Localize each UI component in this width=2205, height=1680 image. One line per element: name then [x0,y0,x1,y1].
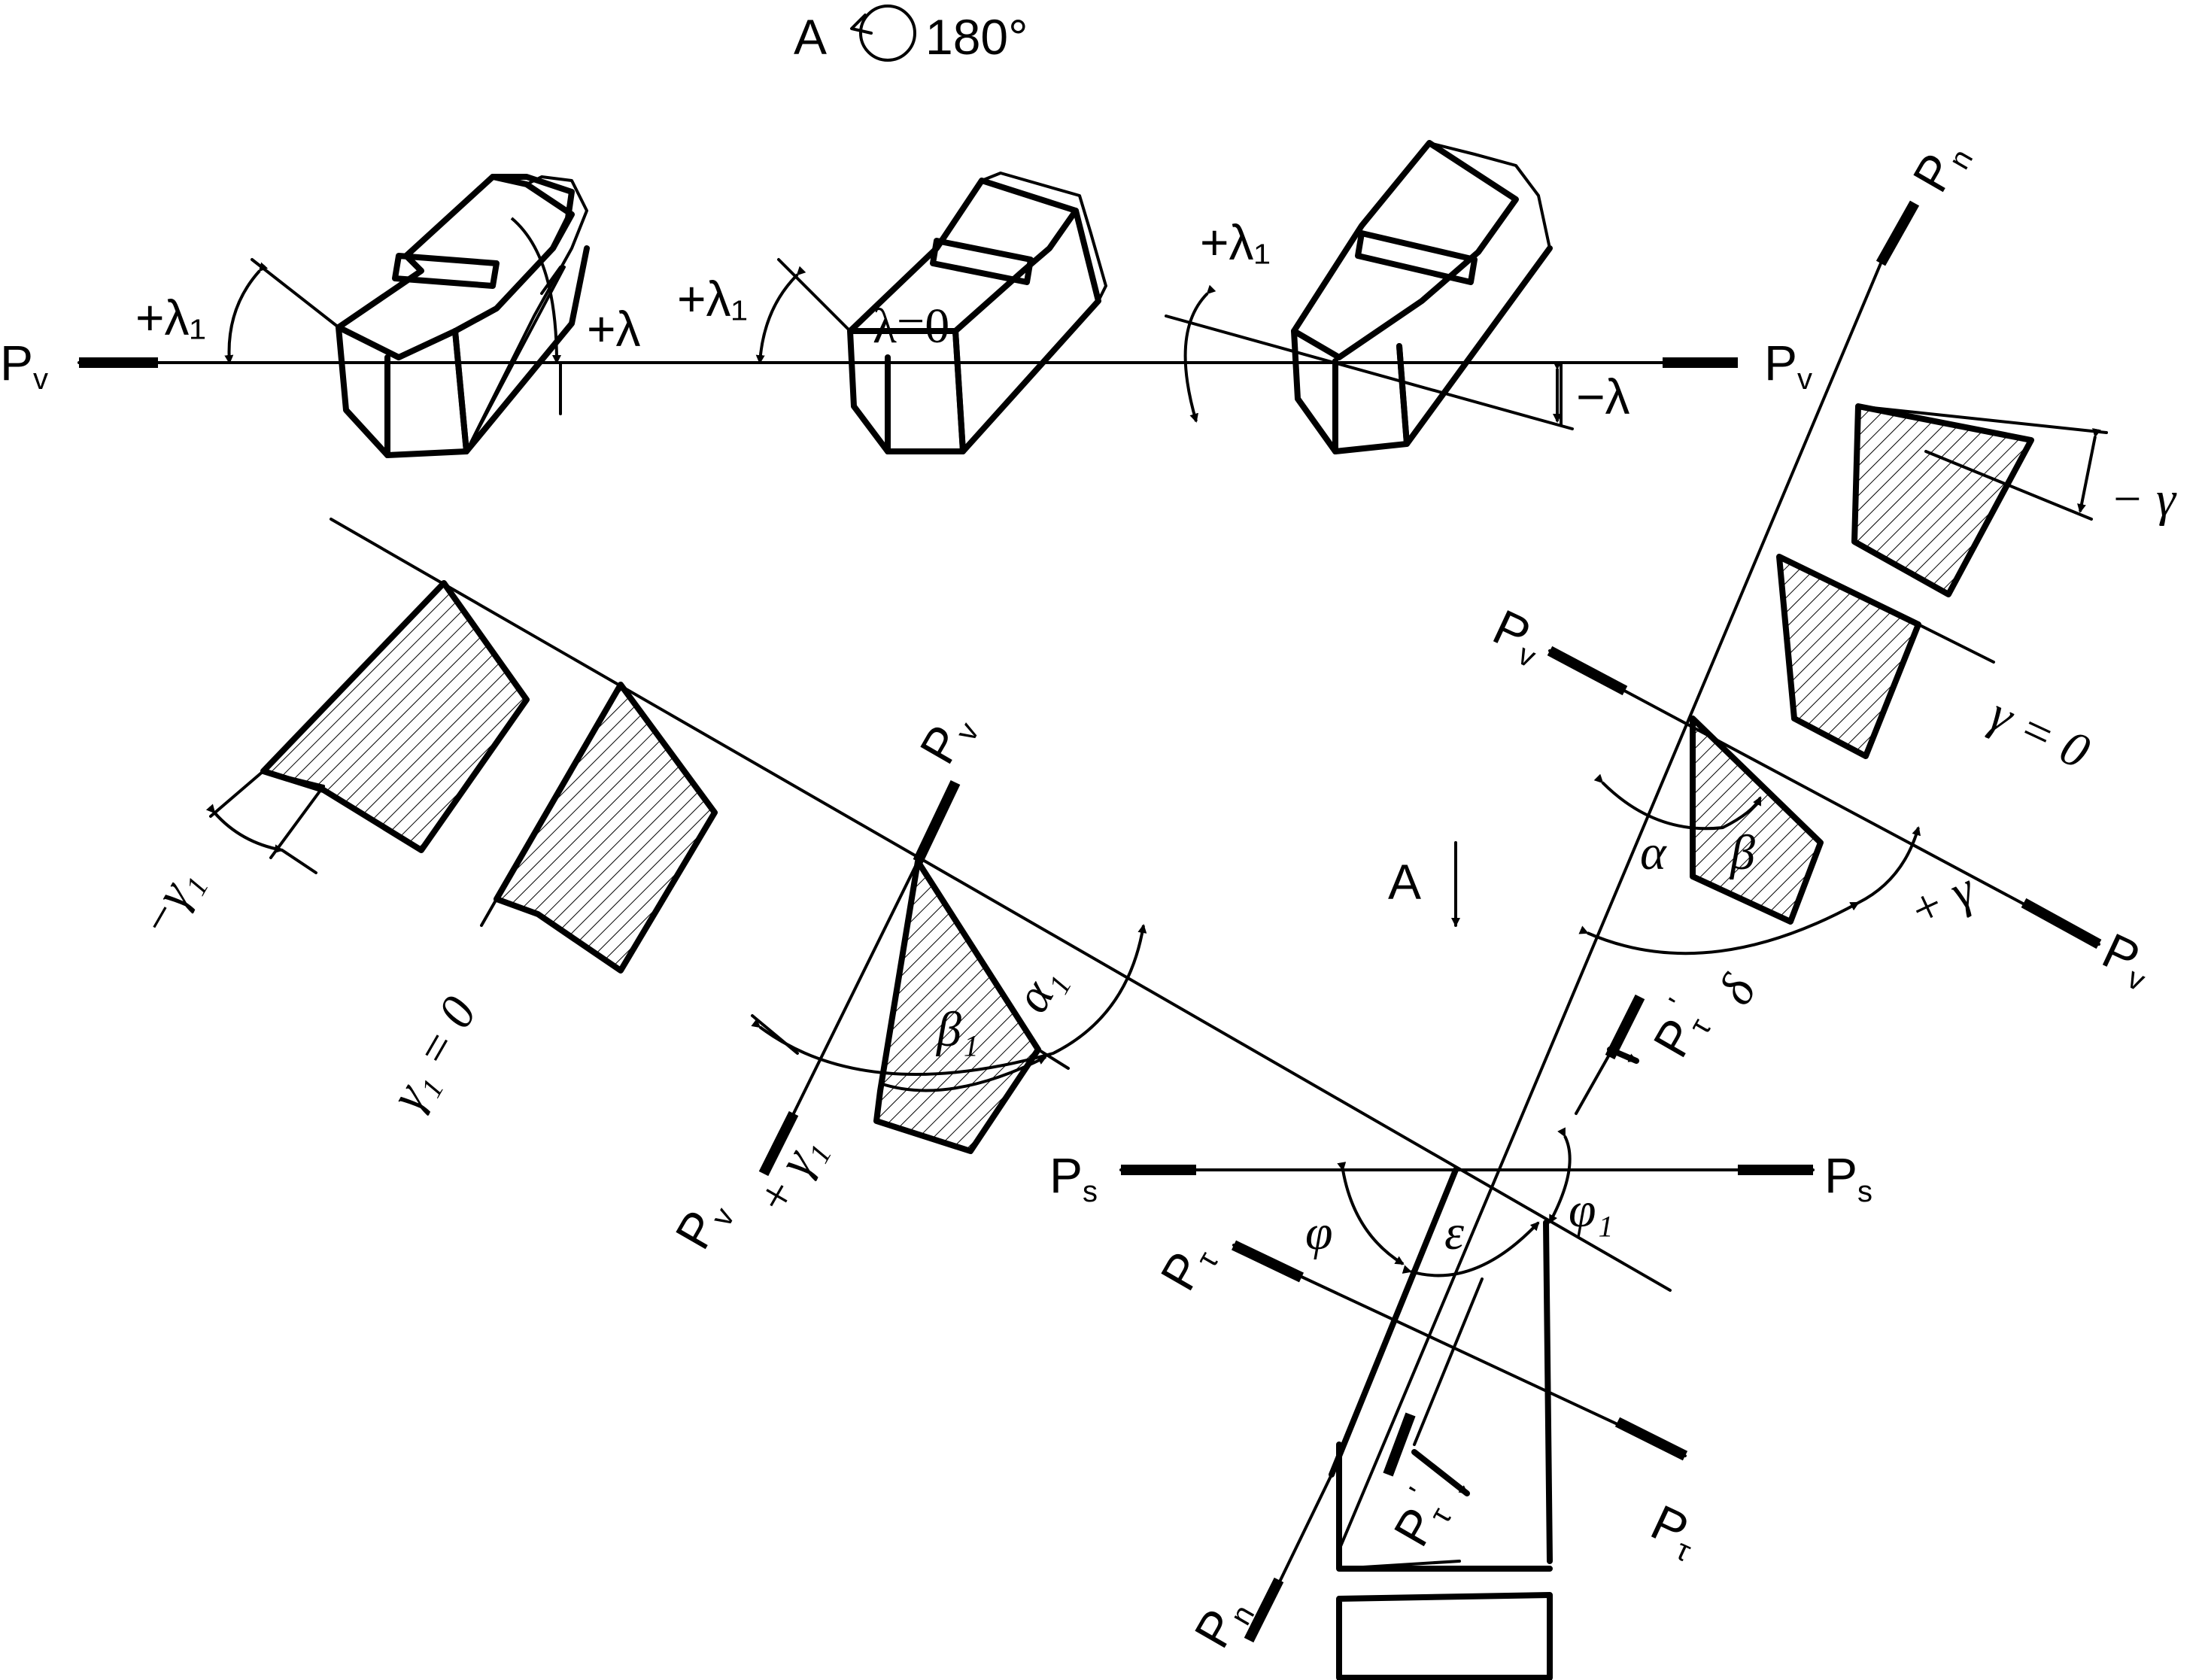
top-row-views: Pv Pv +λ₁ +λ [0,140,1812,458]
pt-line [1232,1244,1687,1457]
plus-lambda1-label-1: +λ₁ [135,290,206,345]
edge-line-3 [1165,314,1574,430]
pn-label-bottom: Pn [1183,1586,1261,1660]
pt-label-right: Pτ [1641,1494,1708,1569]
view-label: A [794,9,827,65]
plus-gamma1-label: + γ₁ [745,1126,834,1225]
alpha-label: α [1640,825,1667,880]
right-sections: Pn − γ γ = 0 Pv Pv α β + γ δ Pτ' [1338,130,2177,1551]
pn-label-top: Pn [1902,130,1979,204]
pv-label-left-bottom: Pv [664,1189,741,1261]
plus-lambda1-label-2: +λ₁ [677,271,748,327]
pv-label-right: Pv [1764,335,1812,396]
beta1-label: β₁ [935,1002,979,1057]
rotation-text: 180° [925,9,1028,65]
plus-gamma-label: + γ [1900,861,1984,940]
edge-line-1 [251,258,340,329]
section-gamma-zero [1776,554,1921,759]
tool-positive-lambda [224,174,590,458]
epsilon-label: ε [1444,1205,1464,1260]
pv-line-right-section [1548,649,2100,946]
section-gamma1-zero [494,682,718,974]
plus-lambda1-label-3: +λ₁ [1200,214,1271,270]
pv-label-left-section: Pv [909,703,986,776]
phi1-label: φ₁ [1569,1183,1613,1238]
phi-label: φ [1305,1205,1333,1260]
pt-prime-label-lower: Pτ' [1380,1482,1460,1557]
gamma1-zero-label: γ₁ = 0 [380,988,487,1119]
plan-view: Ps Ps A Pn Pτ Pτ Pτ' φ ε φ₁ [1049,841,1872,1680]
section-plus-gamma [1690,715,1824,925]
pt-label-left: Pτ [1150,1232,1225,1302]
left-sections: −γ₁ γ₁ = 0 Pv Pv + γ₁ β₁ α₁ [128,518,1672,1292]
gamma-zero-label: γ = 0 [1982,686,2098,779]
rotation-arrow-icon [850,14,873,35]
tool-zero-lambda [755,172,1107,454]
pv-label-right-lower: Pv [2092,922,2161,998]
tool-shank-cut [1336,1592,1553,1680]
minus-gamma1-label: −γ₁ [128,858,211,946]
ps-label-left: Ps [1049,1147,1098,1208]
view-arrow-label: A [1388,854,1421,910]
lambda-zero-label: λ=0 [873,299,949,354]
delta-label: δ [1708,965,1767,1013]
pt-prime-label-upper: Pτ' [1640,993,1720,1068]
secondary-edge-line [330,518,1672,1292]
rotation-header: A 180° [794,5,1028,65]
plus-lambda-label: +λ [587,301,641,357]
beta-label: β [1729,825,1755,880]
minus-lambda-label: −λ [1576,369,1630,424]
tool-negative-lambda [1165,140,1574,454]
ps-label-right: Ps [1824,1147,1872,1208]
pv-label-left: Pv [0,335,48,396]
minus-gamma-label: − γ [2110,472,2177,527]
rotation-icon [859,5,916,62]
pv-label-right-upper: Pv [1483,599,1552,674]
section-minus-gamma1 [260,580,530,853]
section-minus-gamma [1851,403,2034,597]
